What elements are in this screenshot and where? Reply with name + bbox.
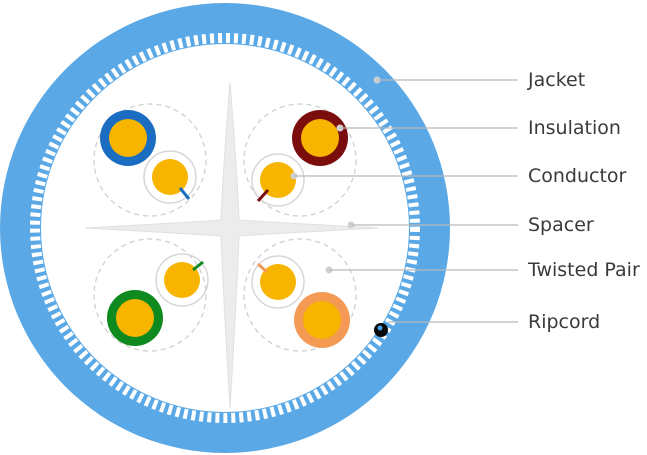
conductor <box>260 162 296 198</box>
leader-lines <box>290 76 518 323</box>
insulated-conductor <box>303 301 341 339</box>
stripe-lead <box>256 188 270 203</box>
pair-bottom-right <box>251 255 350 348</box>
pair-group-top-left <box>93 103 207 217</box>
conductor <box>152 159 188 195</box>
insulated-conductor <box>116 299 154 337</box>
label-conductor: Conductor <box>528 165 627 187</box>
ripcord <box>374 323 388 337</box>
pair-group-bottom-right <box>243 238 357 352</box>
label-insulation: Insulation <box>528 117 621 139</box>
insulated-conductor <box>109 119 147 157</box>
pair-top-right <box>251 110 348 207</box>
label-twisted-pair: Twisted Pair <box>527 259 640 281</box>
conductor-outline <box>251 153 305 207</box>
label-jacket: Jacket <box>527 69 585 91</box>
pair-top-left <box>100 110 197 204</box>
insulated-conductor <box>301 119 339 157</box>
labels: Jacket Insulation Conductor Spacer Twist… <box>527 69 640 333</box>
pair-groups <box>93 103 357 352</box>
stripe-lead <box>178 187 191 200</box>
conductor <box>260 264 296 300</box>
conductor-outline <box>155 253 209 307</box>
spacer <box>84 81 379 409</box>
pair-bottom-left <box>107 253 209 346</box>
pair-group-bottom-left <box>93 238 207 352</box>
stripe-lead <box>257 262 268 274</box>
label-spacer: Spacer <box>528 214 594 236</box>
conductor-outline <box>251 255 305 309</box>
stripe-lead <box>192 260 204 272</box>
conductor <box>164 262 200 298</box>
pair-group-top-right <box>243 103 357 217</box>
jacket-serrated-edge <box>30 33 420 423</box>
label-ripcord: Ripcord <box>528 311 600 333</box>
conductor-outline <box>143 150 197 204</box>
